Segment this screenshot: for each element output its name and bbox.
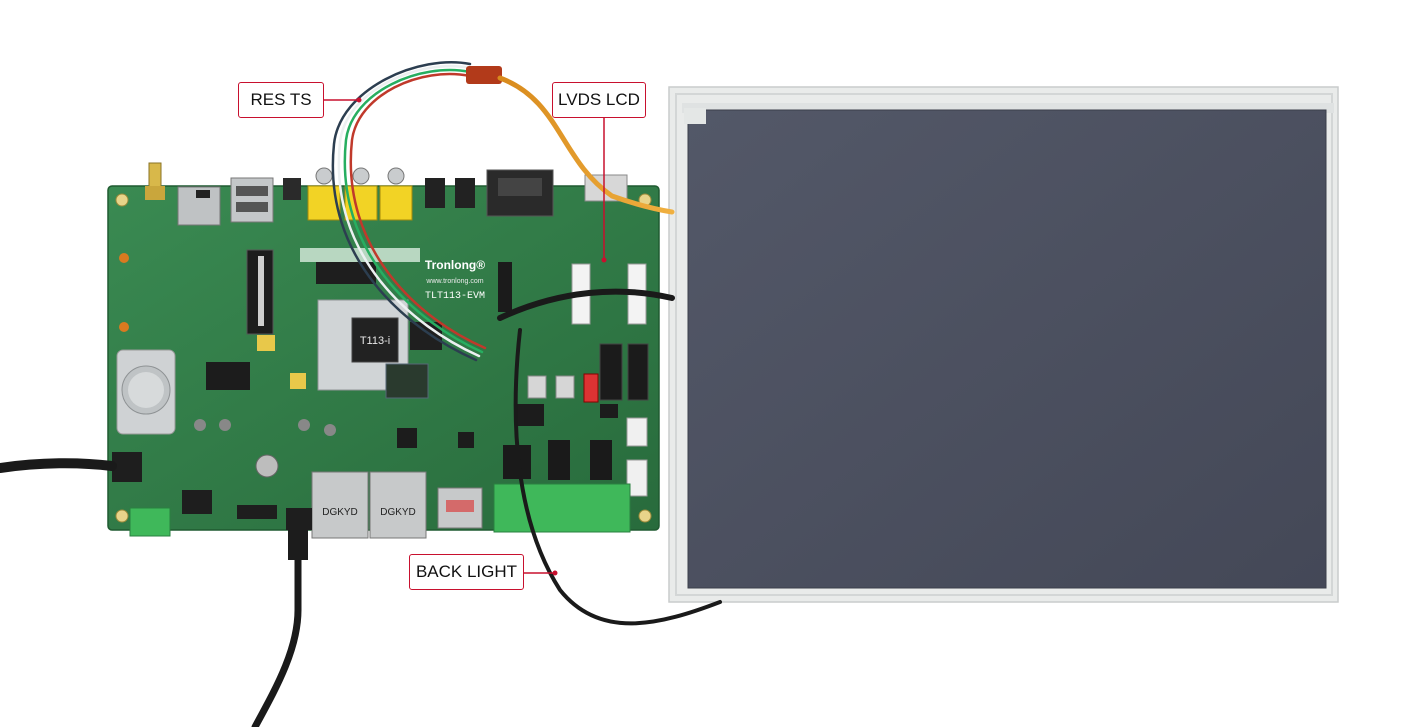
ethernet-jack-1: DGKYD	[311, 471, 369, 539]
model-label: TLT113-EVM	[425, 291, 485, 302]
jack1-label: DGKYD	[322, 507, 358, 518]
ethernet-jack-2: DGKYD	[369, 471, 427, 539]
cables	[0, 61, 722, 727]
lcd-screen	[688, 110, 1326, 588]
callout-back-light: BACK LIGHT	[409, 554, 524, 590]
callout-res-ts: RES TS	[238, 82, 324, 118]
website-label: www.tronlong.com	[425, 278, 483, 285]
evm-board: T113-i Tronlong® www.tronlong.com TLT113…	[107, 162, 660, 539]
lvds-lcd-panel	[668, 86, 1339, 603]
brand-label: Tronlong®	[425, 258, 485, 272]
callout-leaders	[324, 97, 607, 576]
jack2-label: DGKYD	[380, 507, 416, 518]
soc-label: T113-i	[360, 335, 390, 347]
callout-lvds-lcd: LVDS LCD	[552, 82, 646, 118]
